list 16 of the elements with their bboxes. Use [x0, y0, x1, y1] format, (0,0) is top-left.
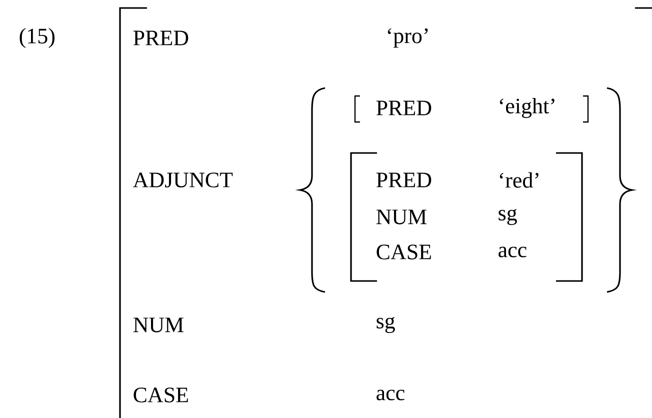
- feature-value: acc: [376, 390, 404, 400]
- feature-name: CASE: [134, 388, 188, 402]
- feature-name: NUM: [376, 210, 426, 224]
- feature-name: PRED: [376, 100, 432, 116]
- feature-name: PRED: [133, 30, 188, 46]
- feature-value: ‘pro’: [388, 28, 428, 48]
- example-number: (15): [20, 28, 54, 48]
- feature-value: acc: [498, 246, 526, 258]
- feature-name: PRED: [376, 172, 432, 188]
- feature-value: ‘red’: [500, 172, 538, 188]
- feature-value: ‘eight’: [500, 98, 554, 118]
- feature-name: CASE: [376, 244, 431, 260]
- feature-value: sg: [376, 316, 395, 334]
- feature-value: sg: [498, 208, 517, 226]
- feature-name: NUM: [133, 318, 184, 332]
- feature-name: ADJUNCT: [133, 172, 233, 188]
